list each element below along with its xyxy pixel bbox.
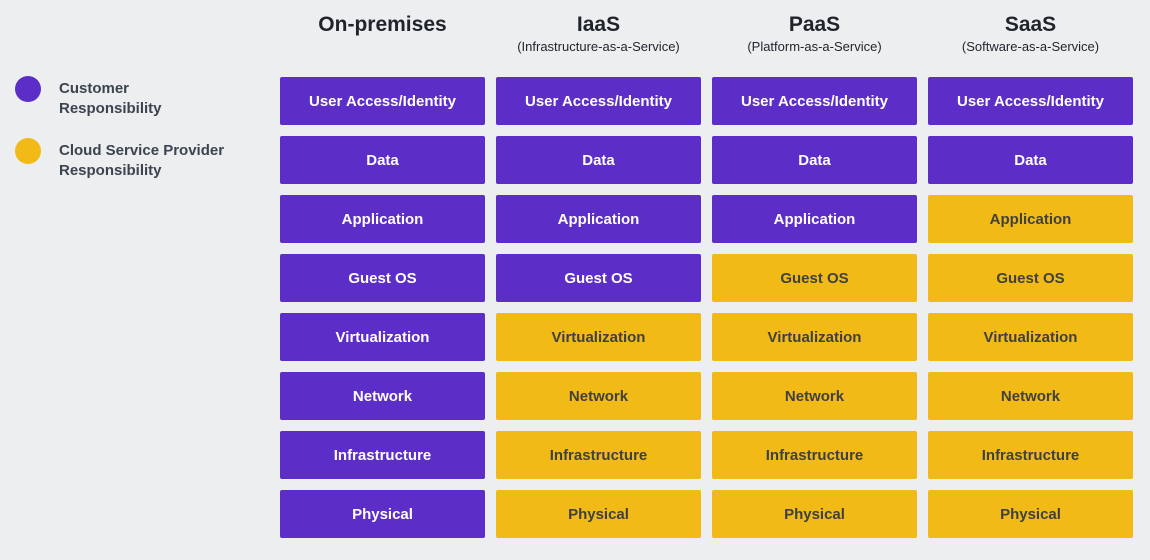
customer-swatch-icon — [15, 76, 41, 102]
cell-iaas-guest-os: Guest OS — [496, 254, 701, 302]
column-saas: SaaS (Software-as-a-Service) User Access/I… — [928, 12, 1133, 549]
cell-paas-user-access-identity: User Access/Identity — [712, 77, 917, 125]
cell-iaas-data: Data — [496, 136, 701, 184]
column-iaas: IaaS (Infrastructure-as-a-Service) User Ac… — [496, 12, 701, 549]
cell-paas-infrastructure: Infrastructure — [712, 431, 917, 479]
column-subtitle: (Software-as-a-Service) — [961, 39, 1100, 55]
cell-paas-data: Data — [712, 136, 917, 184]
cell-saas-physical: Physical — [928, 490, 1133, 538]
cell-on-premises-user-access-identity: User Access/Identity — [280, 77, 485, 125]
cell-iaas-virtualization: Virtualization — [496, 313, 701, 361]
column-paas: PaaS (Platform-as-a-Service) User Access/I… — [712, 12, 917, 549]
cell-on-premises-guest-os: Guest OS — [280, 254, 485, 302]
legend-item-customer: Customer Responsibility — [15, 76, 265, 120]
column-header: IaaS (Infrastructure-as-a-Service) — [496, 12, 701, 77]
cell-saas-network: Network — [928, 372, 1133, 420]
cell-paas-network: Network — [712, 372, 917, 420]
cell-on-premises-network: Network — [280, 372, 485, 420]
cell-iaas-user-access-identity: User Access/Identity — [496, 77, 701, 125]
column-header: On-premises — [280, 12, 485, 77]
cell-saas-virtualization: Virtualization — [928, 313, 1133, 361]
column-title: PaaS — [788, 13, 841, 36]
cell-paas-guest-os: Guest OS — [712, 254, 917, 302]
cell-on-premises-data: Data — [280, 136, 485, 184]
cell-paas-virtualization: Virtualization — [712, 313, 917, 361]
cell-saas-user-access-identity: User Access/Identity — [928, 77, 1133, 125]
cell-iaas-application: Application — [496, 195, 701, 243]
column-title: IaaS — [576, 13, 621, 36]
cell-on-premises-infrastructure: Infrastructure — [280, 431, 485, 479]
cell-on-premises-application: Application — [280, 195, 485, 243]
cell-saas-guest-os: Guest OS — [928, 254, 1133, 302]
legend-label: Cloud Service Provider Responsibility — [59, 141, 225, 179]
column-header: SaaS (Software-as-a-Service) — [928, 12, 1133, 77]
legend-label: Customer Responsibility — [59, 80, 162, 118]
legend-item-provider: Cloud Service Provider Responsibility — [15, 137, 265, 182]
column-header: PaaS (Platform-as-a-Service) — [712, 12, 917, 77]
cell-saas-infrastructure: Infrastructure — [928, 431, 1133, 479]
column-subtitle: (Infrastructure-as-a-Service) — [517, 39, 680, 55]
cell-iaas-network: Network — [496, 372, 701, 420]
cell-saas-data: Data — [928, 136, 1133, 184]
cell-iaas-infrastructure: Infrastructure — [496, 431, 701, 479]
cell-saas-application: Application — [928, 195, 1133, 243]
column-title: SaaS — [1004, 13, 1057, 36]
cell-paas-application: Application — [712, 195, 917, 243]
cell-on-premises-physical: Physical — [280, 490, 485, 538]
cell-iaas-physical: Physical — [496, 490, 701, 538]
cell-paas-physical: Physical — [712, 490, 917, 538]
cell-on-premises-virtualization: Virtualization — [280, 313, 485, 361]
column-subtitle: (Platform-as-a-Service) — [747, 39, 882, 55]
provider-swatch-icon — [15, 137, 41, 164]
column-title: On-premises — [318, 13, 447, 36]
